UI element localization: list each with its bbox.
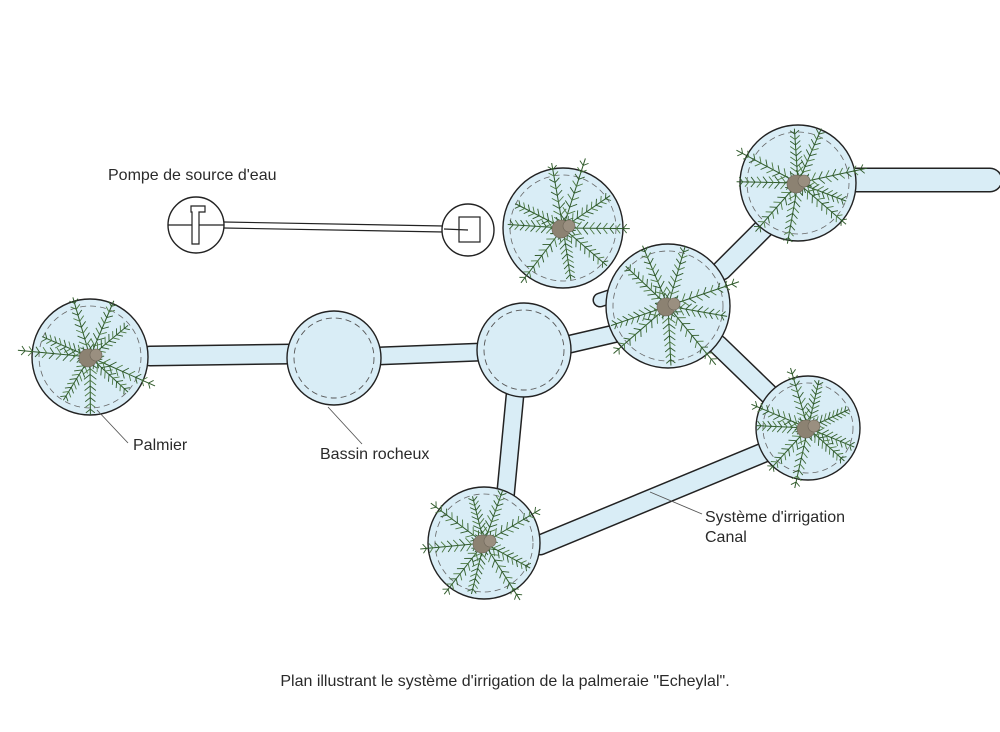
irrigation-label-line2: Canal <box>705 529 747 546</box>
label-leaders <box>96 406 703 515</box>
pump-symbol-icon <box>167 196 225 254</box>
palm-tree-icon <box>736 124 868 244</box>
palm-tree-icon <box>502 158 630 289</box>
pump-outlet-icon <box>441 203 495 257</box>
canal-water <box>141 345 301 365</box>
irrigation-label-line1: Système d'irrigation <box>705 509 845 526</box>
canal-water <box>497 387 523 508</box>
palm-tree-icon <box>605 243 740 369</box>
palm-tree-icon <box>420 486 541 601</box>
canal-water <box>531 441 779 554</box>
palm-label: Palmier <box>133 437 188 454</box>
canal-water <box>370 344 490 364</box>
rock-basin-icon <box>476 302 572 398</box>
pump-pipe <box>223 221 445 233</box>
canal-water <box>713 213 779 279</box>
basin-label: Bassin rocheux <box>320 446 430 463</box>
rock-basin-icon <box>286 310 382 406</box>
figure-caption: Plan illustrant le système d'irrigation … <box>280 673 730 690</box>
palm-tree-icon <box>751 367 861 489</box>
palm-tree-icon <box>17 297 156 416</box>
irrigation-label: Système d'irrigation Canal <box>705 508 845 548</box>
pump-label: Pompe de source d'eau <box>108 167 277 184</box>
